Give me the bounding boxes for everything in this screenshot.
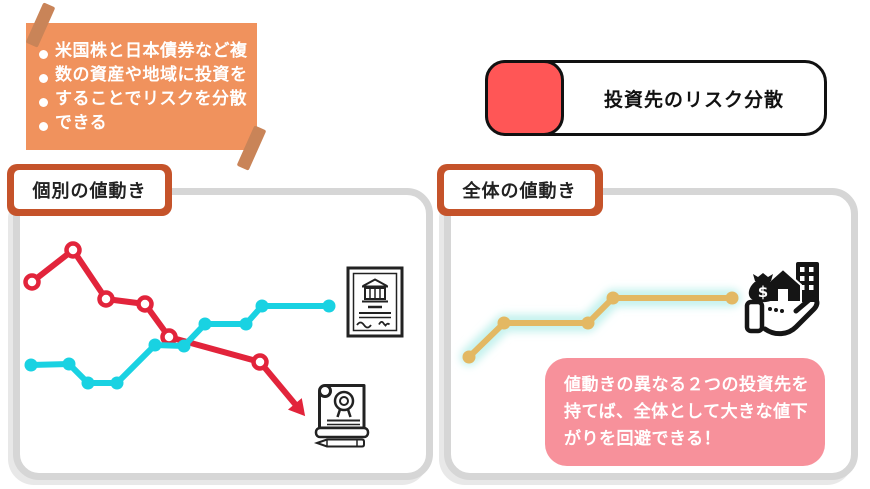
- bullet-icon: [39, 122, 48, 131]
- sticky-note-text: 数の資産や地域に投資を: [55, 65, 248, 84]
- sticky-note-text: することでリスクを分散: [55, 89, 247, 108]
- svg-text:$: $: [758, 283, 768, 301]
- badge-accent-block: [485, 60, 564, 136]
- bullet-icon: [39, 98, 48, 107]
- bond-certificate-icon: [313, 384, 370, 448]
- sticky-note-text: 米国株と日本債券など複: [55, 41, 248, 60]
- sticky-note: 米国株と日本債券など複 数の資産や地域に投資を することでリスクを分散 できる: [26, 23, 257, 150]
- sticky-note-line: できる: [39, 111, 249, 135]
- bullet-icon: [39, 74, 48, 83]
- sticky-note-text: できる: [55, 113, 108, 132]
- assets-in-hand-icon: $: [744, 262, 820, 337]
- callout-note: 値動きの異なる２つの投資先を 持てば、全体として大きな値下 がりを回避できる！: [545, 358, 825, 466]
- sticky-note-line: 数の資産や地域に投資を: [39, 63, 249, 87]
- tab-combined-movement: 全体の値動き: [441, 167, 598, 212]
- stock-certificate-icon: [346, 266, 404, 338]
- title-badge: 投資先のリスク分散: [485, 60, 827, 136]
- bullet-icon: [39, 50, 48, 59]
- tab-individual-movement: 個別の値動き: [11, 167, 168, 212]
- callout-text: がりを回避できる！: [564, 429, 722, 448]
- sticky-note-line: することでリスクを分散: [39, 87, 249, 111]
- callout-text: 持てば、全体として大きな値下: [564, 402, 809, 421]
- page-title: 投資先のリスク分散: [603, 89, 784, 111]
- callout-text: 値動きの異なる２つの投資先を: [564, 375, 809, 394]
- sticky-note-line: 米国株と日本債券など複: [39, 39, 249, 63]
